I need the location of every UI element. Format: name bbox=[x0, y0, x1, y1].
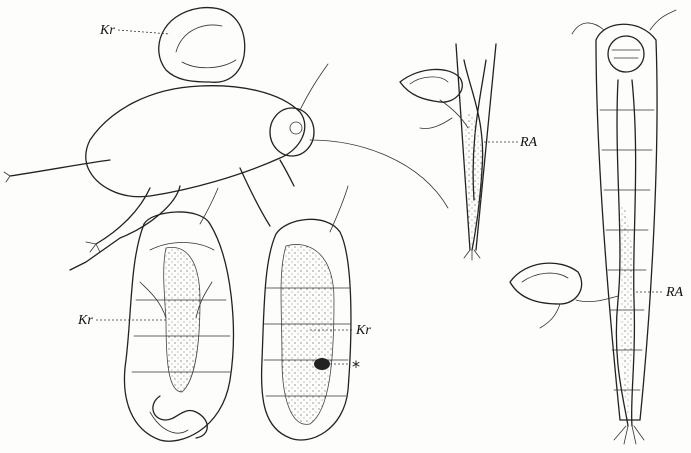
crop-label-top: Kr bbox=[99, 23, 115, 38]
inflated-crop bbox=[159, 8, 245, 83]
dark-spot-marker bbox=[314, 358, 330, 370]
dissected-gut-top: RA bbox=[400, 44, 538, 260]
nymph-middle: Kr * bbox=[262, 186, 372, 440]
rectal-label-top: RA bbox=[519, 135, 538, 150]
crop-label-left-nymph: Kr bbox=[77, 313, 93, 328]
cockroach-side-view: Kr bbox=[4, 8, 448, 270]
nymph-left: Kr bbox=[77, 188, 233, 441]
crop-label-right-nymph: Kr bbox=[355, 323, 371, 338]
asterisk-label: * bbox=[352, 357, 360, 376]
dissected-body-right: RA bbox=[510, 10, 684, 444]
rectal-label-right: RA bbox=[665, 285, 684, 300]
